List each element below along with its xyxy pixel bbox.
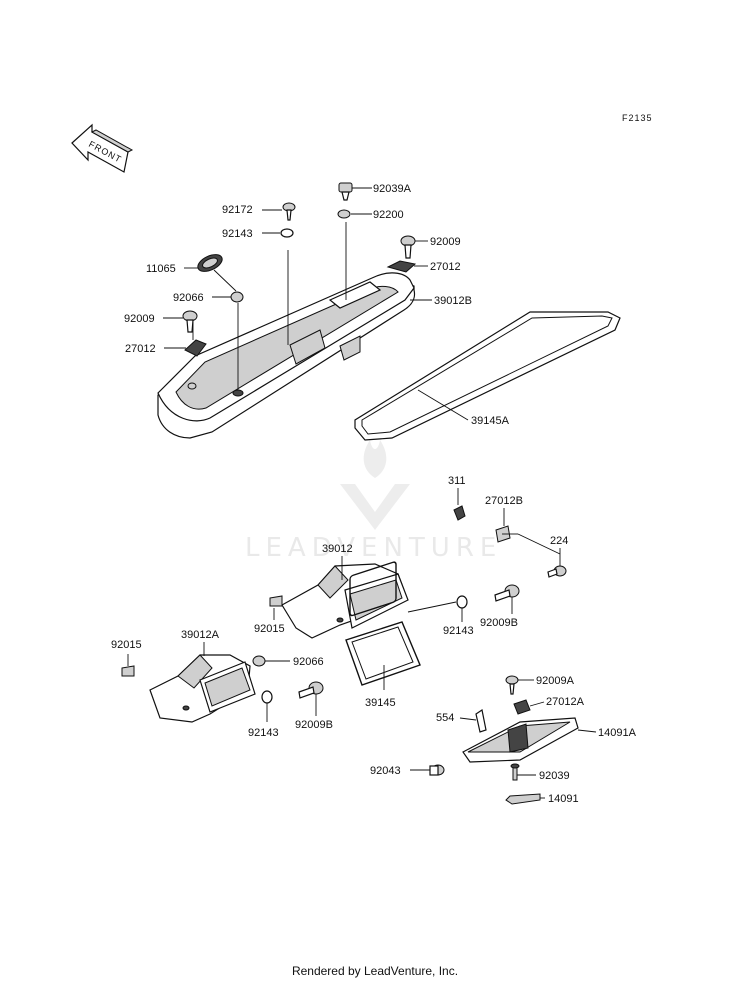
watermark-logo xyxy=(340,484,410,530)
label-92172: 92172 xyxy=(222,204,253,216)
label-27012-right: 27012 xyxy=(430,261,461,273)
label-92009A: 92009A xyxy=(536,675,575,687)
label-27012B: 27012B xyxy=(485,495,523,507)
stud-92039 xyxy=(510,763,520,781)
label-92009-right: 92009 xyxy=(430,236,461,248)
cover-39012 xyxy=(281,561,409,639)
bolt-92009B-middle xyxy=(494,584,520,602)
washer-92200 xyxy=(337,209,351,219)
label-554: 554 xyxy=(436,712,454,724)
callout-labels: 92039A 92172 92200 92143 92009 11065 270… xyxy=(111,183,637,805)
label-92143-upper: 92143 xyxy=(222,228,253,240)
label-11065: 11065 xyxy=(146,263,176,275)
label-39012: 39012 xyxy=(322,543,353,555)
bolt-92039A xyxy=(338,182,353,201)
cap-11065 xyxy=(197,254,223,272)
plug-92066-lower xyxy=(252,655,266,667)
bolt-92009B-lower xyxy=(298,681,324,699)
cover-39012A xyxy=(149,654,256,723)
nut-27012-right xyxy=(386,260,417,273)
washer-92143-middle xyxy=(456,595,468,609)
label-39145: 39145 xyxy=(365,697,396,709)
label-92066-lower: 92066 xyxy=(293,656,324,668)
clip-92015-middle xyxy=(269,595,283,607)
clip-92015-left xyxy=(121,665,135,677)
bolt-224 xyxy=(547,565,567,578)
label-224: 224 xyxy=(550,535,568,547)
label-39145A: 39145A xyxy=(471,415,510,427)
label-92039A: 92039A xyxy=(373,183,412,195)
screw-92172 xyxy=(282,202,296,221)
label-92039: 92039 xyxy=(539,770,570,782)
pin-554 xyxy=(475,709,487,733)
nut-27012A xyxy=(513,699,531,715)
label-92143-middle: 92143 xyxy=(443,625,474,637)
label-92066-upper: 92066 xyxy=(173,292,204,304)
plug-92066-upper xyxy=(230,291,244,303)
nut-27012-left xyxy=(184,339,207,357)
label-14091A: 14091A xyxy=(598,727,637,739)
nut-311 xyxy=(453,505,466,521)
label-39012B: 39012B xyxy=(434,295,472,307)
label-311: 311 xyxy=(448,475,466,487)
label-92009-left: 92009 xyxy=(124,313,155,325)
label-92200: 92200 xyxy=(373,209,404,221)
lid-14091A xyxy=(462,717,579,763)
label-39012A: 39012A xyxy=(181,629,220,641)
front-arrow: FRONT xyxy=(71,123,134,173)
latch-14091 xyxy=(505,793,541,805)
label-27012-left: 27012 xyxy=(125,343,156,355)
bushing-92043 xyxy=(429,764,445,776)
bolt-92009-left xyxy=(182,310,198,333)
label-92015-middle: 92015 xyxy=(254,623,285,635)
watermark: LEADVENTURE xyxy=(245,440,502,563)
label-92015-left: 92015 xyxy=(111,639,142,651)
leader-lines xyxy=(127,187,597,799)
watermark-flame xyxy=(363,440,387,478)
screw-92009A xyxy=(505,675,519,695)
washer-92143-upper xyxy=(280,228,294,238)
footer-credit: Rendered by LeadVenture, Inc. xyxy=(292,964,458,978)
cover-39012B xyxy=(157,272,416,439)
label-92009B-middle: 92009B xyxy=(480,617,518,629)
label-92009B-lower: 92009B xyxy=(295,719,333,731)
seal-39145 xyxy=(345,621,421,686)
label-27012A: 27012A xyxy=(546,696,585,708)
washer-92143-lower xyxy=(261,690,273,704)
watermark-text: LEADVENTURE xyxy=(245,533,502,563)
gasket-39145A xyxy=(354,311,621,441)
clip-27012B xyxy=(495,525,518,543)
bolt-92009-right xyxy=(400,235,416,259)
label-92143-lower: 92143 xyxy=(248,727,279,739)
label-92043: 92043 xyxy=(370,765,401,777)
figure-code: F2135 xyxy=(622,113,653,123)
label-14091: 14091 xyxy=(548,793,579,805)
